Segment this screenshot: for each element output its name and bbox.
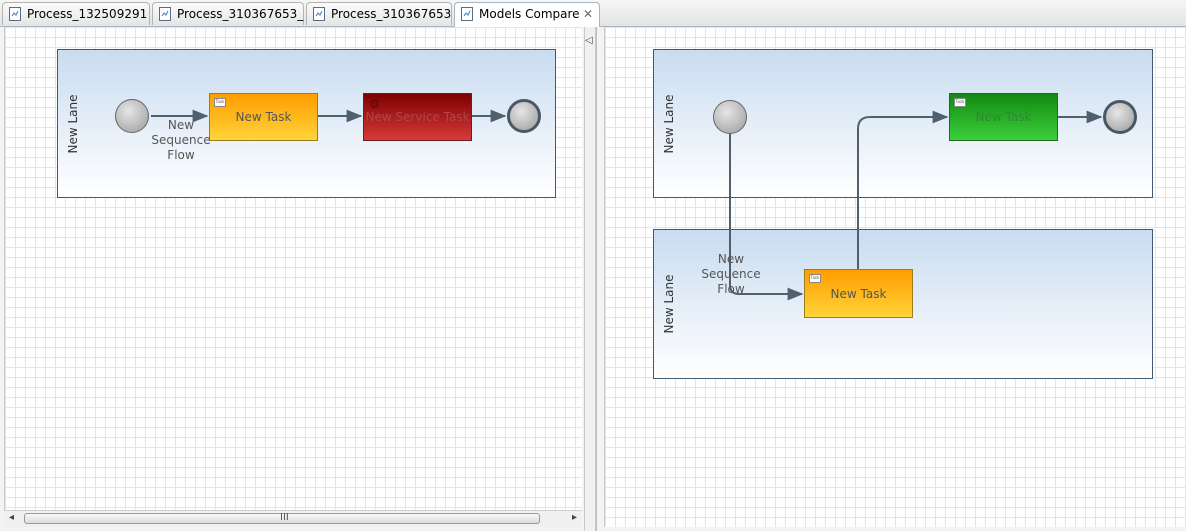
process-file-icon bbox=[313, 7, 325, 21]
task-new-task-green[interactable]: Task New Task bbox=[949, 93, 1058, 141]
start-event[interactable] bbox=[713, 100, 747, 134]
task-label: New Task bbox=[830, 286, 887, 301]
compare-splitter[interactable]: ◁ bbox=[582, 27, 604, 531]
triangle-left-icon[interactable]: ◁ bbox=[585, 35, 593, 46]
tab-process-310367653-underscore[interactable]: Process_310367653_ bbox=[152, 2, 304, 25]
end-event[interactable] bbox=[1103, 100, 1137, 134]
tab-models-compare[interactable]: Models Compare ✕ bbox=[454, 2, 600, 27]
right-diagram-canvas[interactable]: New Lane New Lane Task New Task Task New… bbox=[604, 27, 1186, 527]
lane-label: New Lane bbox=[662, 93, 676, 154]
task-label: New Task bbox=[975, 110, 1032, 124]
tab-label: Process_132509291 bbox=[27, 7, 148, 21]
lane-label: New Lane bbox=[662, 274, 676, 334]
tab-process-132509291[interactable]: Process_132509291 bbox=[2, 2, 150, 25]
task-type-badge: Task bbox=[214, 98, 226, 107]
tab-label: Models Compare bbox=[479, 7, 580, 21]
task-type-badge: Task bbox=[809, 274, 821, 283]
divider bbox=[596, 27, 597, 531]
end-event[interactable] bbox=[507, 99, 541, 133]
tab-label: Process_310367653_ bbox=[177, 7, 304, 21]
left-diagram-canvas[interactable]: New Lane Task New Task ⚙ New Service Tas… bbox=[4, 27, 582, 513]
task-new-task-yellow[interactable]: Task New Task bbox=[804, 269, 913, 318]
splitter-bar[interactable] bbox=[584, 27, 596, 531]
scroll-left-icon[interactable]: ◂ bbox=[9, 512, 15, 523]
scrollbar-thumb[interactable]: III bbox=[24, 512, 540, 524]
start-event[interactable] bbox=[115, 99, 149, 133]
tab-process-310367653[interactable]: Process_310367653 bbox=[306, 2, 452, 25]
gear-icon: ⚙ bbox=[369, 97, 380, 111]
horizontal-scrollbar[interactable]: ◂ III ▸ bbox=[4, 510, 582, 527]
task-label: New Task bbox=[235, 110, 292, 124]
close-icon[interactable]: ✕ bbox=[582, 7, 593, 21]
editor-tab-bar: Process_132509291 Process_310367653_ Pro… bbox=[0, 0, 1186, 27]
task-label: New Service Task bbox=[365, 110, 470, 124]
scroll-right-icon[interactable]: ▸ bbox=[571, 512, 577, 523]
process-file-icon bbox=[9, 7, 21, 21]
task-new-task[interactable]: Task New Task bbox=[209, 93, 318, 141]
sequence-flow-label: New Sequence Flow bbox=[701, 252, 761, 296]
service-task-new-service-task[interactable]: ⚙ New Service Task bbox=[363, 93, 472, 141]
tab-label: Process_310367653 bbox=[331, 7, 452, 21]
sequence-flow-label: New Sequence Flow bbox=[151, 118, 211, 162]
task-type-badge: Task bbox=[954, 98, 966, 107]
process-file-icon bbox=[159, 7, 171, 21]
scrollbar-grip: III bbox=[280, 512, 289, 523]
lane-label: New Lane bbox=[66, 93, 80, 154]
process-file-icon bbox=[461, 7, 473, 21]
